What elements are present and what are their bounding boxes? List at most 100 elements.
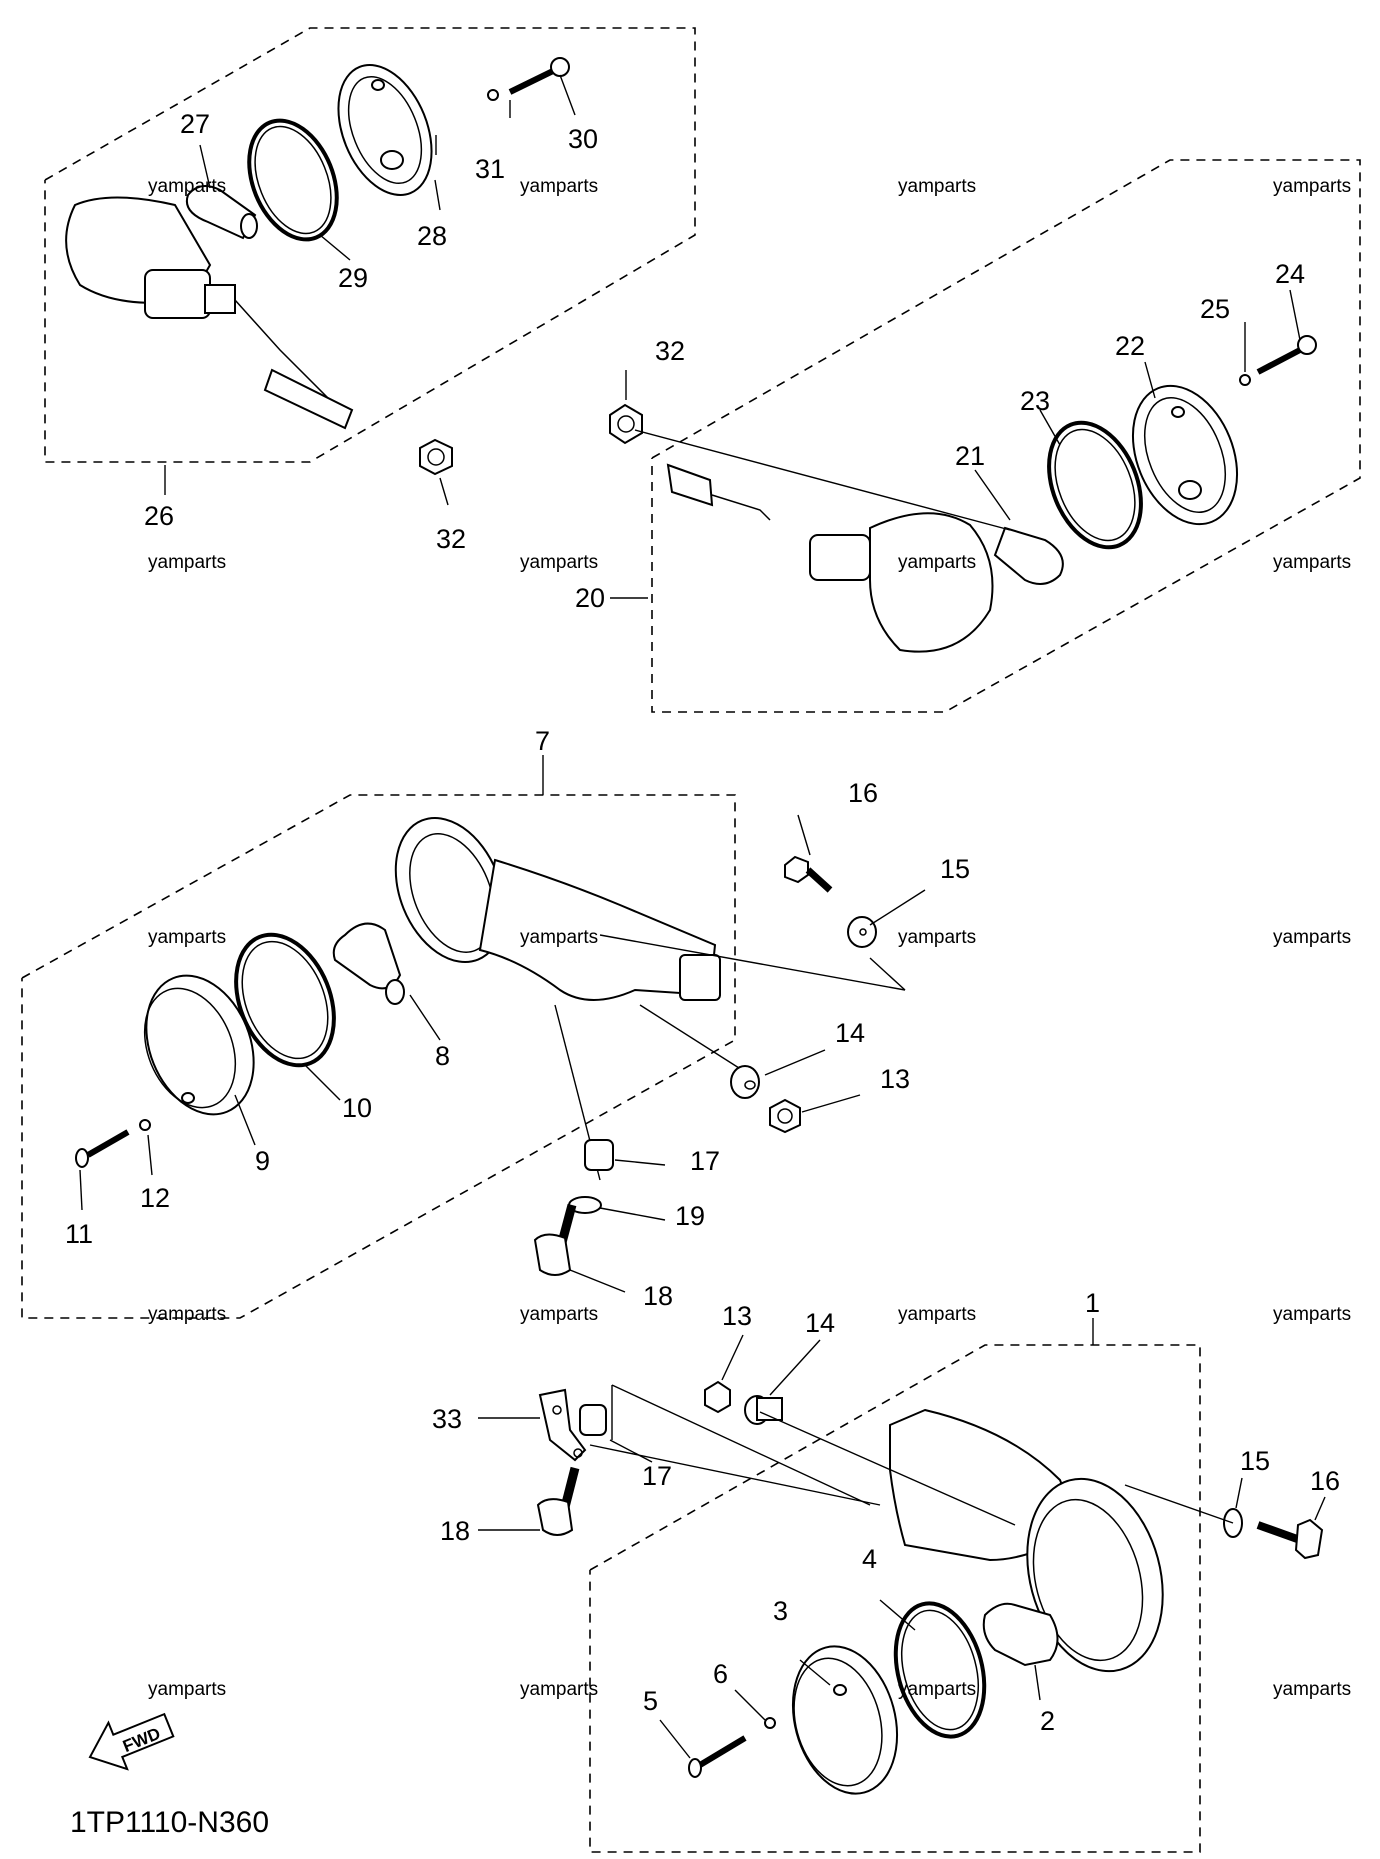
assembly-1: 1 2 3 4 5 6 xyxy=(589,1288,1201,1853)
lens-9 xyxy=(143,974,255,1116)
callout-5: 5 xyxy=(643,1686,658,1716)
diagram-code: 1TP1110-N360 xyxy=(70,1806,269,1839)
washer-25 xyxy=(1239,374,1251,386)
watermark: yamparts xyxy=(148,1304,226,1325)
callout-33: 33 xyxy=(432,1404,462,1434)
callout-9: 9 xyxy=(255,1146,270,1176)
watermark: yamparts xyxy=(1273,176,1351,197)
spacer-17-bottom xyxy=(579,1404,607,1436)
callout-7: 7 xyxy=(535,726,550,756)
assembly-26: 26 27 28 29 30 31 32 xyxy=(44,27,696,554)
callout-18-mid: 18 xyxy=(643,1281,673,1311)
bolt-18-bottom xyxy=(536,1466,580,1536)
gasket-29 xyxy=(247,118,339,242)
bulb-8 xyxy=(332,922,405,1005)
bolt-18-mid xyxy=(533,1203,577,1276)
watermark: yamparts xyxy=(520,1679,598,1700)
nut-13-bottom xyxy=(704,1380,731,1414)
watermark: yamparts xyxy=(520,552,598,573)
gasket-10 xyxy=(234,932,336,1068)
callout-13-bottom: 13 xyxy=(722,1301,752,1331)
callout-6: 6 xyxy=(713,1659,728,1689)
assembly-20: 20 21 22 23 24 25 32 xyxy=(575,159,1361,713)
lens-3 xyxy=(791,1645,899,1795)
washer-15-mid xyxy=(847,916,877,948)
watermark: yamparts xyxy=(898,552,976,573)
callout-1: 1 xyxy=(1085,1288,1100,1318)
callout-3: 3 xyxy=(773,1596,788,1626)
lens-housing-20 xyxy=(666,463,994,653)
callout-13-mid: 13 xyxy=(880,1064,910,1094)
watermark: yamparts xyxy=(1273,927,1351,948)
watermarks: yamparts yamparts yamparts yamparts yamp… xyxy=(148,176,1351,1700)
lens-rim-28 xyxy=(337,64,433,196)
callout-28: 28 xyxy=(417,221,447,251)
callout-18-bottom: 18 xyxy=(440,1516,470,1546)
gasket-23 xyxy=(1047,420,1143,550)
callout-20: 20 xyxy=(575,583,605,613)
callout-14-mid: 14 xyxy=(835,1018,865,1048)
assembly-26-outline xyxy=(44,27,696,463)
callout-15-bottom: 15 xyxy=(1240,1446,1270,1476)
callout-2: 2 xyxy=(1040,1706,1055,1736)
screw-5 xyxy=(688,1735,747,1778)
housing-7 xyxy=(394,816,721,1001)
callout-29: 29 xyxy=(338,263,368,293)
bulb-2 xyxy=(982,1602,1059,1667)
housing-1 xyxy=(889,1408,1164,1673)
watermark: yamparts xyxy=(520,1304,598,1325)
watermark: yamparts xyxy=(520,927,598,948)
callout-10: 10 xyxy=(342,1093,372,1123)
bulb-21 xyxy=(993,526,1064,585)
washer-6 xyxy=(764,1717,776,1729)
callout-4: 4 xyxy=(862,1544,877,1574)
watermark: yamparts xyxy=(898,927,976,948)
watermark: yamparts xyxy=(148,1679,226,1700)
callout-15-mid: 15 xyxy=(940,854,970,884)
callout-30: 30 xyxy=(568,124,598,154)
bolt-16-mid xyxy=(784,855,833,893)
callout-31: 31 xyxy=(475,154,505,184)
callout-16-mid: 16 xyxy=(848,778,878,808)
callout-14-bottom: 14 xyxy=(805,1308,835,1338)
callout-19: 19 xyxy=(675,1201,705,1231)
assembly-7: 7 8 9 10 11 12 xyxy=(21,726,906,1319)
watermark: yamparts xyxy=(148,176,226,197)
loose-parts-mid: 13 14 15 16 17 19 18 xyxy=(533,778,970,1311)
watermark: yamparts xyxy=(898,176,976,197)
callout-11: 11 xyxy=(65,1219,93,1249)
callout-16-bottom: 16 xyxy=(1310,1466,1340,1496)
loose-parts-bottom: 13 14 33 17 18 15 16 xyxy=(432,1301,1340,1560)
callout-22: 22 xyxy=(1115,331,1145,361)
lens-rim-22 xyxy=(1131,384,1239,526)
watermark: yamparts xyxy=(1273,1304,1351,1325)
callout-32-top: 32 xyxy=(436,524,466,554)
screw-11 xyxy=(75,1129,130,1168)
watermark: yamparts xyxy=(520,176,598,197)
bulb-27 xyxy=(186,185,258,240)
nut-32-right xyxy=(609,403,643,445)
callout-12: 12 xyxy=(140,1183,170,1213)
callout-32-right: 32 xyxy=(655,336,685,366)
spacer-17-mid xyxy=(584,1139,614,1171)
collar-14-bottom xyxy=(744,1395,783,1425)
watermark: yamparts xyxy=(1273,1679,1351,1700)
assembly-20-outline xyxy=(651,159,1361,713)
callout-17-bottom: 17 xyxy=(642,1461,672,1491)
collar-14-mid xyxy=(730,1065,760,1099)
washer-12 xyxy=(139,1119,151,1131)
nut-32-top xyxy=(419,438,453,476)
lens-housing-26 xyxy=(65,196,354,430)
watermark: yamparts xyxy=(148,552,226,573)
callout-25: 25 xyxy=(1200,294,1230,324)
bracket-33 xyxy=(538,1388,587,1462)
callout-27: 27 xyxy=(180,109,210,139)
callout-26: 26 xyxy=(144,501,174,531)
assembly-7-outline xyxy=(21,794,736,1319)
gasket-4 xyxy=(893,1601,987,1739)
watermark: yamparts xyxy=(898,1304,976,1325)
nut-13-mid xyxy=(769,1098,801,1134)
screw-24 xyxy=(1256,335,1317,375)
callout-21: 21 xyxy=(955,441,985,471)
